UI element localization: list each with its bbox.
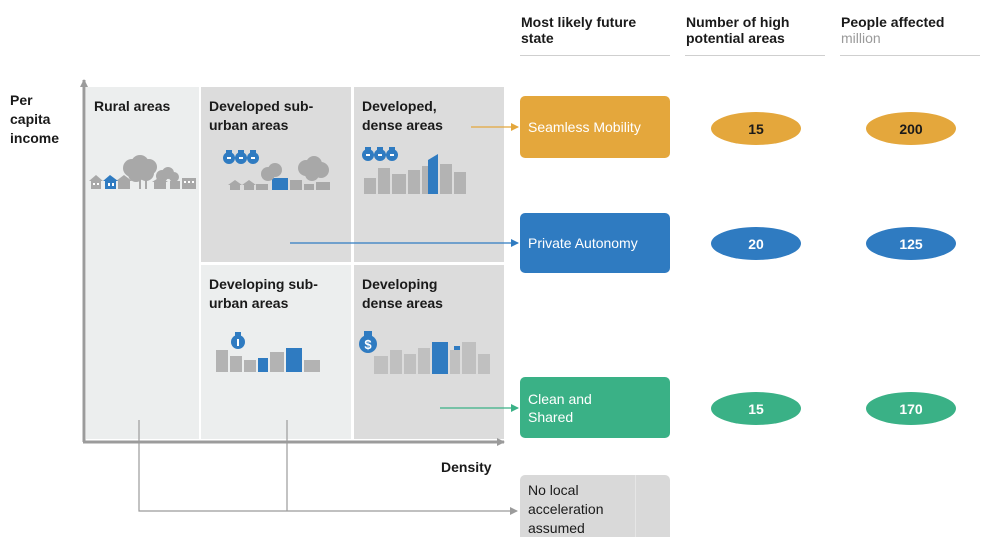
dollar-sign-icon: $ xyxy=(364,337,372,352)
header-people-title: People affected xyxy=(841,14,945,30)
people-pill-seamless: 200 xyxy=(866,112,956,145)
header-people-unit: million xyxy=(841,30,881,46)
state-no-local-acceleration: No local acceleration assumed xyxy=(520,475,670,537)
no-accel-divider xyxy=(635,475,636,537)
developing-suburban-icon xyxy=(216,332,320,372)
cell-title-developing-dense: Developing dense areas xyxy=(362,276,443,311)
dollar-mark xyxy=(237,339,239,346)
connector-no-accel xyxy=(138,420,518,515)
rural-houses-trees-icon xyxy=(89,155,196,189)
header-high-potential-areas: Number of high potential areas xyxy=(686,14,790,46)
header-rule-people xyxy=(840,55,980,56)
areas-pill-seamless: 15 xyxy=(711,112,801,145)
developed-dense-icon xyxy=(362,147,466,194)
header-most-likely-state: Most likely future state xyxy=(521,14,637,46)
cell-rural-areas xyxy=(86,87,199,439)
developed-suburban-icon xyxy=(223,150,330,190)
cell-title-developed-suburban: Developed sub-urban areas xyxy=(209,98,314,133)
header-people-affected: People affected million xyxy=(841,14,981,46)
no-accel-label: No local acceleration assumed xyxy=(528,482,604,536)
cell-title-developing-suburban: Developing sub-urban areas xyxy=(209,276,318,311)
state-seamless-mobility: Seamless Mobility xyxy=(520,96,670,158)
developing-dense-icon: $ xyxy=(359,331,490,374)
header-rule-areas xyxy=(685,55,825,56)
people-pill-private: 125 xyxy=(866,227,956,260)
cell-title-rural: Rural areas xyxy=(94,98,171,114)
y-axis-label: Per capita income xyxy=(10,92,60,146)
x-axis-label: Density xyxy=(441,459,492,475)
state-private-autonomy: Private Autonomy xyxy=(520,213,670,273)
people-pill-clean: 170 xyxy=(866,392,956,425)
cell-title-developed-dense: Developed, dense areas xyxy=(362,98,443,133)
areas-pill-private: 20 xyxy=(711,227,801,260)
areas-pill-clean: 15 xyxy=(711,392,801,425)
state-clean-and-shared: Clean and Shared xyxy=(520,377,670,438)
header-rule-state xyxy=(520,55,670,56)
